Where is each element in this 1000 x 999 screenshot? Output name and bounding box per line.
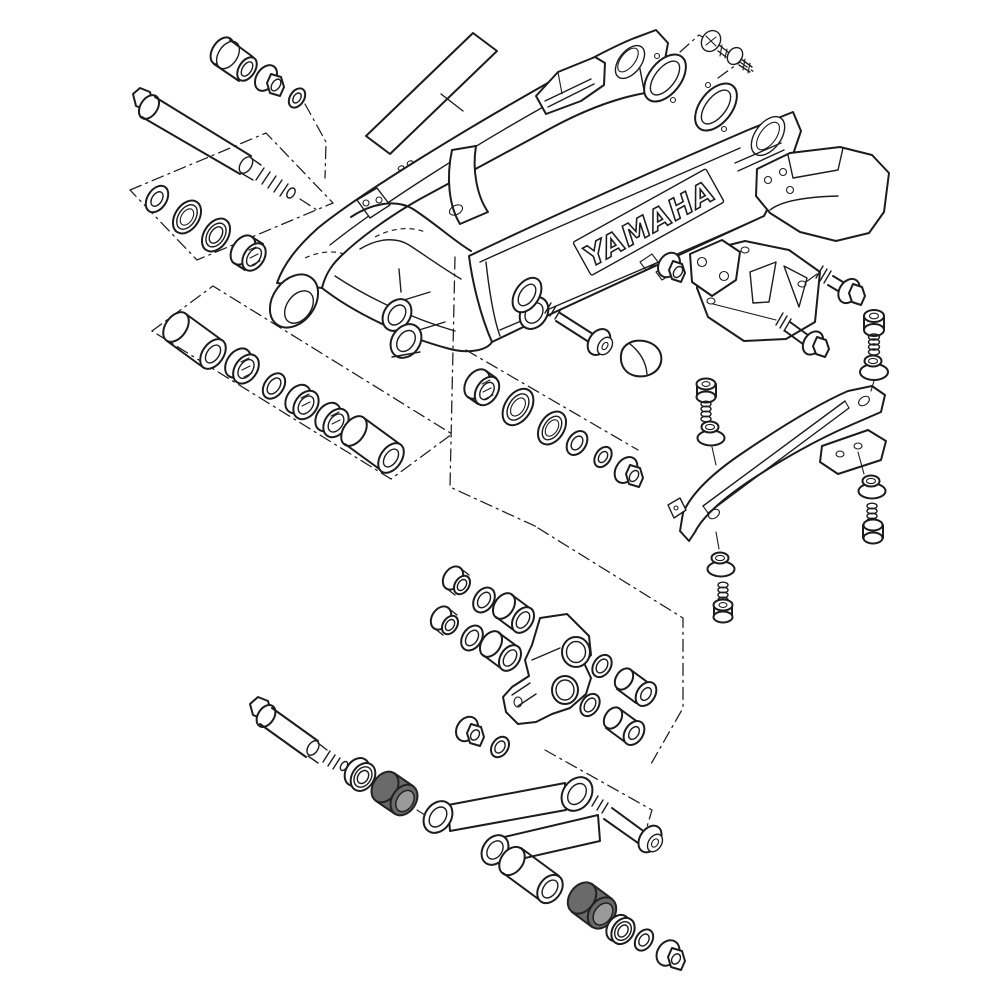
rod-bearing-right xyxy=(605,913,636,946)
center-washer-1 xyxy=(565,430,589,456)
relay-spacer-tube-1 xyxy=(491,592,536,634)
center-oil-seal-1 xyxy=(501,387,535,427)
pivot-collar xyxy=(209,36,258,82)
relay-arm xyxy=(502,613,592,725)
hose-guide-plate xyxy=(356,187,391,219)
rod-collar-tube xyxy=(498,845,564,905)
center-needle-bearing xyxy=(463,368,501,407)
rubber-grommet-top-left xyxy=(696,420,726,466)
flange-bolt-lower xyxy=(775,312,830,358)
cover-screw-1 xyxy=(700,29,729,59)
hose-guide-bracket xyxy=(689,239,741,297)
rod-bolt-left xyxy=(249,696,349,772)
oil-seal-mid xyxy=(261,372,287,400)
rubber-damper xyxy=(619,339,663,378)
pivot-bolt xyxy=(544,302,614,356)
thrust-washer-left xyxy=(144,184,170,214)
socket-bolt-right xyxy=(862,502,884,545)
relay-flange-nut xyxy=(455,715,485,747)
rubber-grommet-top-right xyxy=(859,354,889,392)
connecting-rod-upper xyxy=(422,776,594,834)
socket-bolt-top-left xyxy=(695,377,717,423)
hose-guide-nut xyxy=(657,251,686,283)
front-pivot-washer xyxy=(511,276,543,314)
rod-washer xyxy=(633,928,655,952)
needle-bearing-mid-1 xyxy=(224,347,260,385)
rubber-grommet-bottom xyxy=(706,531,736,578)
far-arm-pivot-boss xyxy=(268,251,345,329)
socket-bolt-bottom xyxy=(712,581,734,624)
rod-bolt-right xyxy=(591,795,664,854)
pivot-flange-nut xyxy=(253,64,285,97)
cover-screw-2 xyxy=(726,46,753,74)
needle-bearing-left xyxy=(229,234,267,272)
oval-cover-plate-1 xyxy=(643,52,687,104)
slider-bracket xyxy=(819,429,887,475)
relay-spacer-tube-2 xyxy=(478,630,523,672)
flange-bolt-upper xyxy=(815,265,866,306)
rod-bearing-left xyxy=(343,757,377,792)
swingarm-cross-member xyxy=(321,145,554,353)
flanged-collar-1 xyxy=(441,565,472,596)
socket-bolt-top-right xyxy=(863,309,885,356)
protector-plate xyxy=(365,32,498,155)
center-flange-nut xyxy=(613,456,644,488)
relay-end-collar-2 xyxy=(602,706,646,746)
center-oil-seal-2 xyxy=(536,410,568,446)
thrust-ring-left xyxy=(200,217,232,253)
linkage-clevis xyxy=(381,268,446,359)
damper-bushing-left xyxy=(370,770,429,818)
pivot-shaft xyxy=(132,87,296,199)
rod-flange-nut xyxy=(655,939,686,971)
chain-guide-block xyxy=(755,146,890,242)
relay-washer xyxy=(490,735,510,759)
relay-oil-seal-3 xyxy=(591,653,613,679)
chain-slider-arm xyxy=(667,385,886,542)
spacer-collar-tube-1 xyxy=(162,311,227,370)
spacer-collar-tube-2 xyxy=(340,415,405,474)
pivot-washer xyxy=(287,87,307,109)
oval-cover-plate-2 xyxy=(694,81,738,133)
rubber-grommet-right xyxy=(857,451,887,500)
needle-bearing-mid-2 xyxy=(284,383,320,421)
oil-seal-left xyxy=(171,199,203,235)
relay-oil-seal-4 xyxy=(579,692,601,718)
center-washer-2 xyxy=(593,445,613,469)
chain-slider-block xyxy=(535,56,606,115)
flanged-collar-2 xyxy=(429,605,460,636)
relay-oil-seal-1 xyxy=(472,586,496,614)
damper-bushing-right xyxy=(566,881,625,930)
relay-end-collar-1 xyxy=(613,667,658,707)
